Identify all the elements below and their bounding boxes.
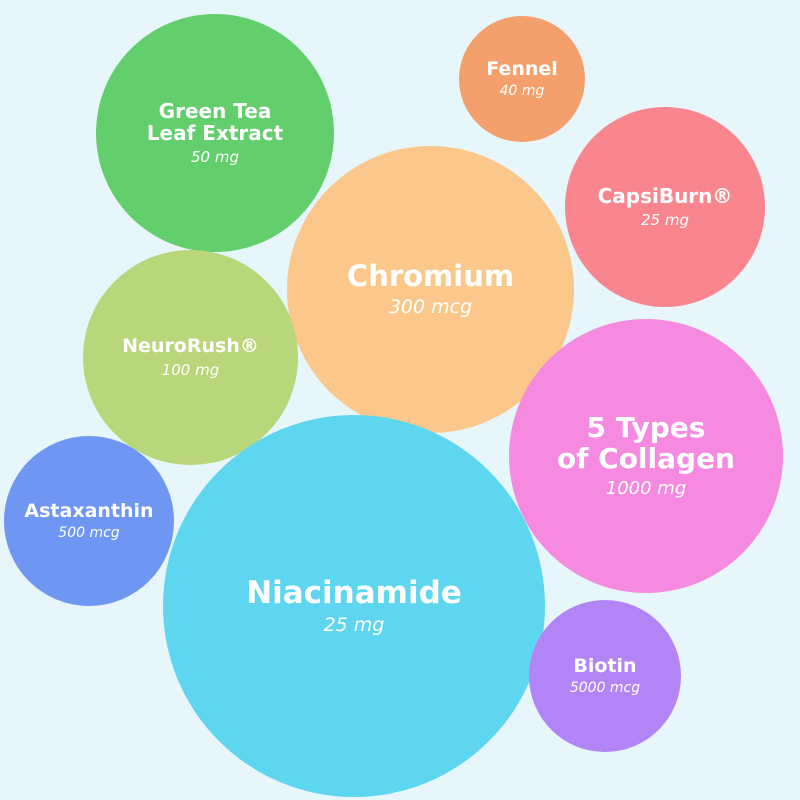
bubble-name: Chromium <box>346 258 515 293</box>
bubble-collagen: 5 Types of Collagen 1000 mg <box>509 319 783 593</box>
bubble-biotin: Biotin 5000 mcg <box>529 600 681 752</box>
bubble-fennel: Fennel 40 mg <box>459 16 585 142</box>
bubble-astaxanthin: Astaxanthin 500 mcg <box>4 436 174 606</box>
bubble-dose: 25 mg <box>641 211 689 229</box>
bubble-dose: 500 mcg <box>58 525 120 542</box>
bubble-name: CapsiBurn® <box>597 184 733 208</box>
bubble-dose: 1000 mg <box>605 478 687 500</box>
bubble-name: 5 Types of Collagen <box>556 410 735 475</box>
bubble-dose: 50 mg <box>191 148 239 166</box>
bubble-name: Niacinamide <box>246 574 462 611</box>
bubble-dose: 40 mg <box>499 83 545 100</box>
bubble-name: Biotin <box>573 654 637 677</box>
bubble-dose: 100 mg <box>161 360 220 379</box>
bubble-name: Fennel <box>486 57 558 80</box>
bubble-green-tea-leaf-extract: Green Tea Leaf Extract 50 mg <box>96 14 334 252</box>
bubble-name: Green Tea Leaf Extract <box>146 99 284 145</box>
bubble-name: NeuroRush® <box>122 335 259 358</box>
bubble-dose: 300 mcg <box>388 296 473 319</box>
bubble-dose: 5000 mcg <box>569 680 641 697</box>
bubble-neurorush: NeuroRush® 100 mg <box>83 250 298 465</box>
bubble-name: Astaxanthin <box>24 499 154 522</box>
bubble-dose: 25 mg <box>323 614 385 637</box>
bubble-niacinamide: Niacinamide 25 mg <box>163 415 545 797</box>
bubble-capsiburn: CapsiBurn® 25 mg <box>565 107 765 307</box>
bubble-chromium: Chromium 300 mcg <box>287 146 574 433</box>
